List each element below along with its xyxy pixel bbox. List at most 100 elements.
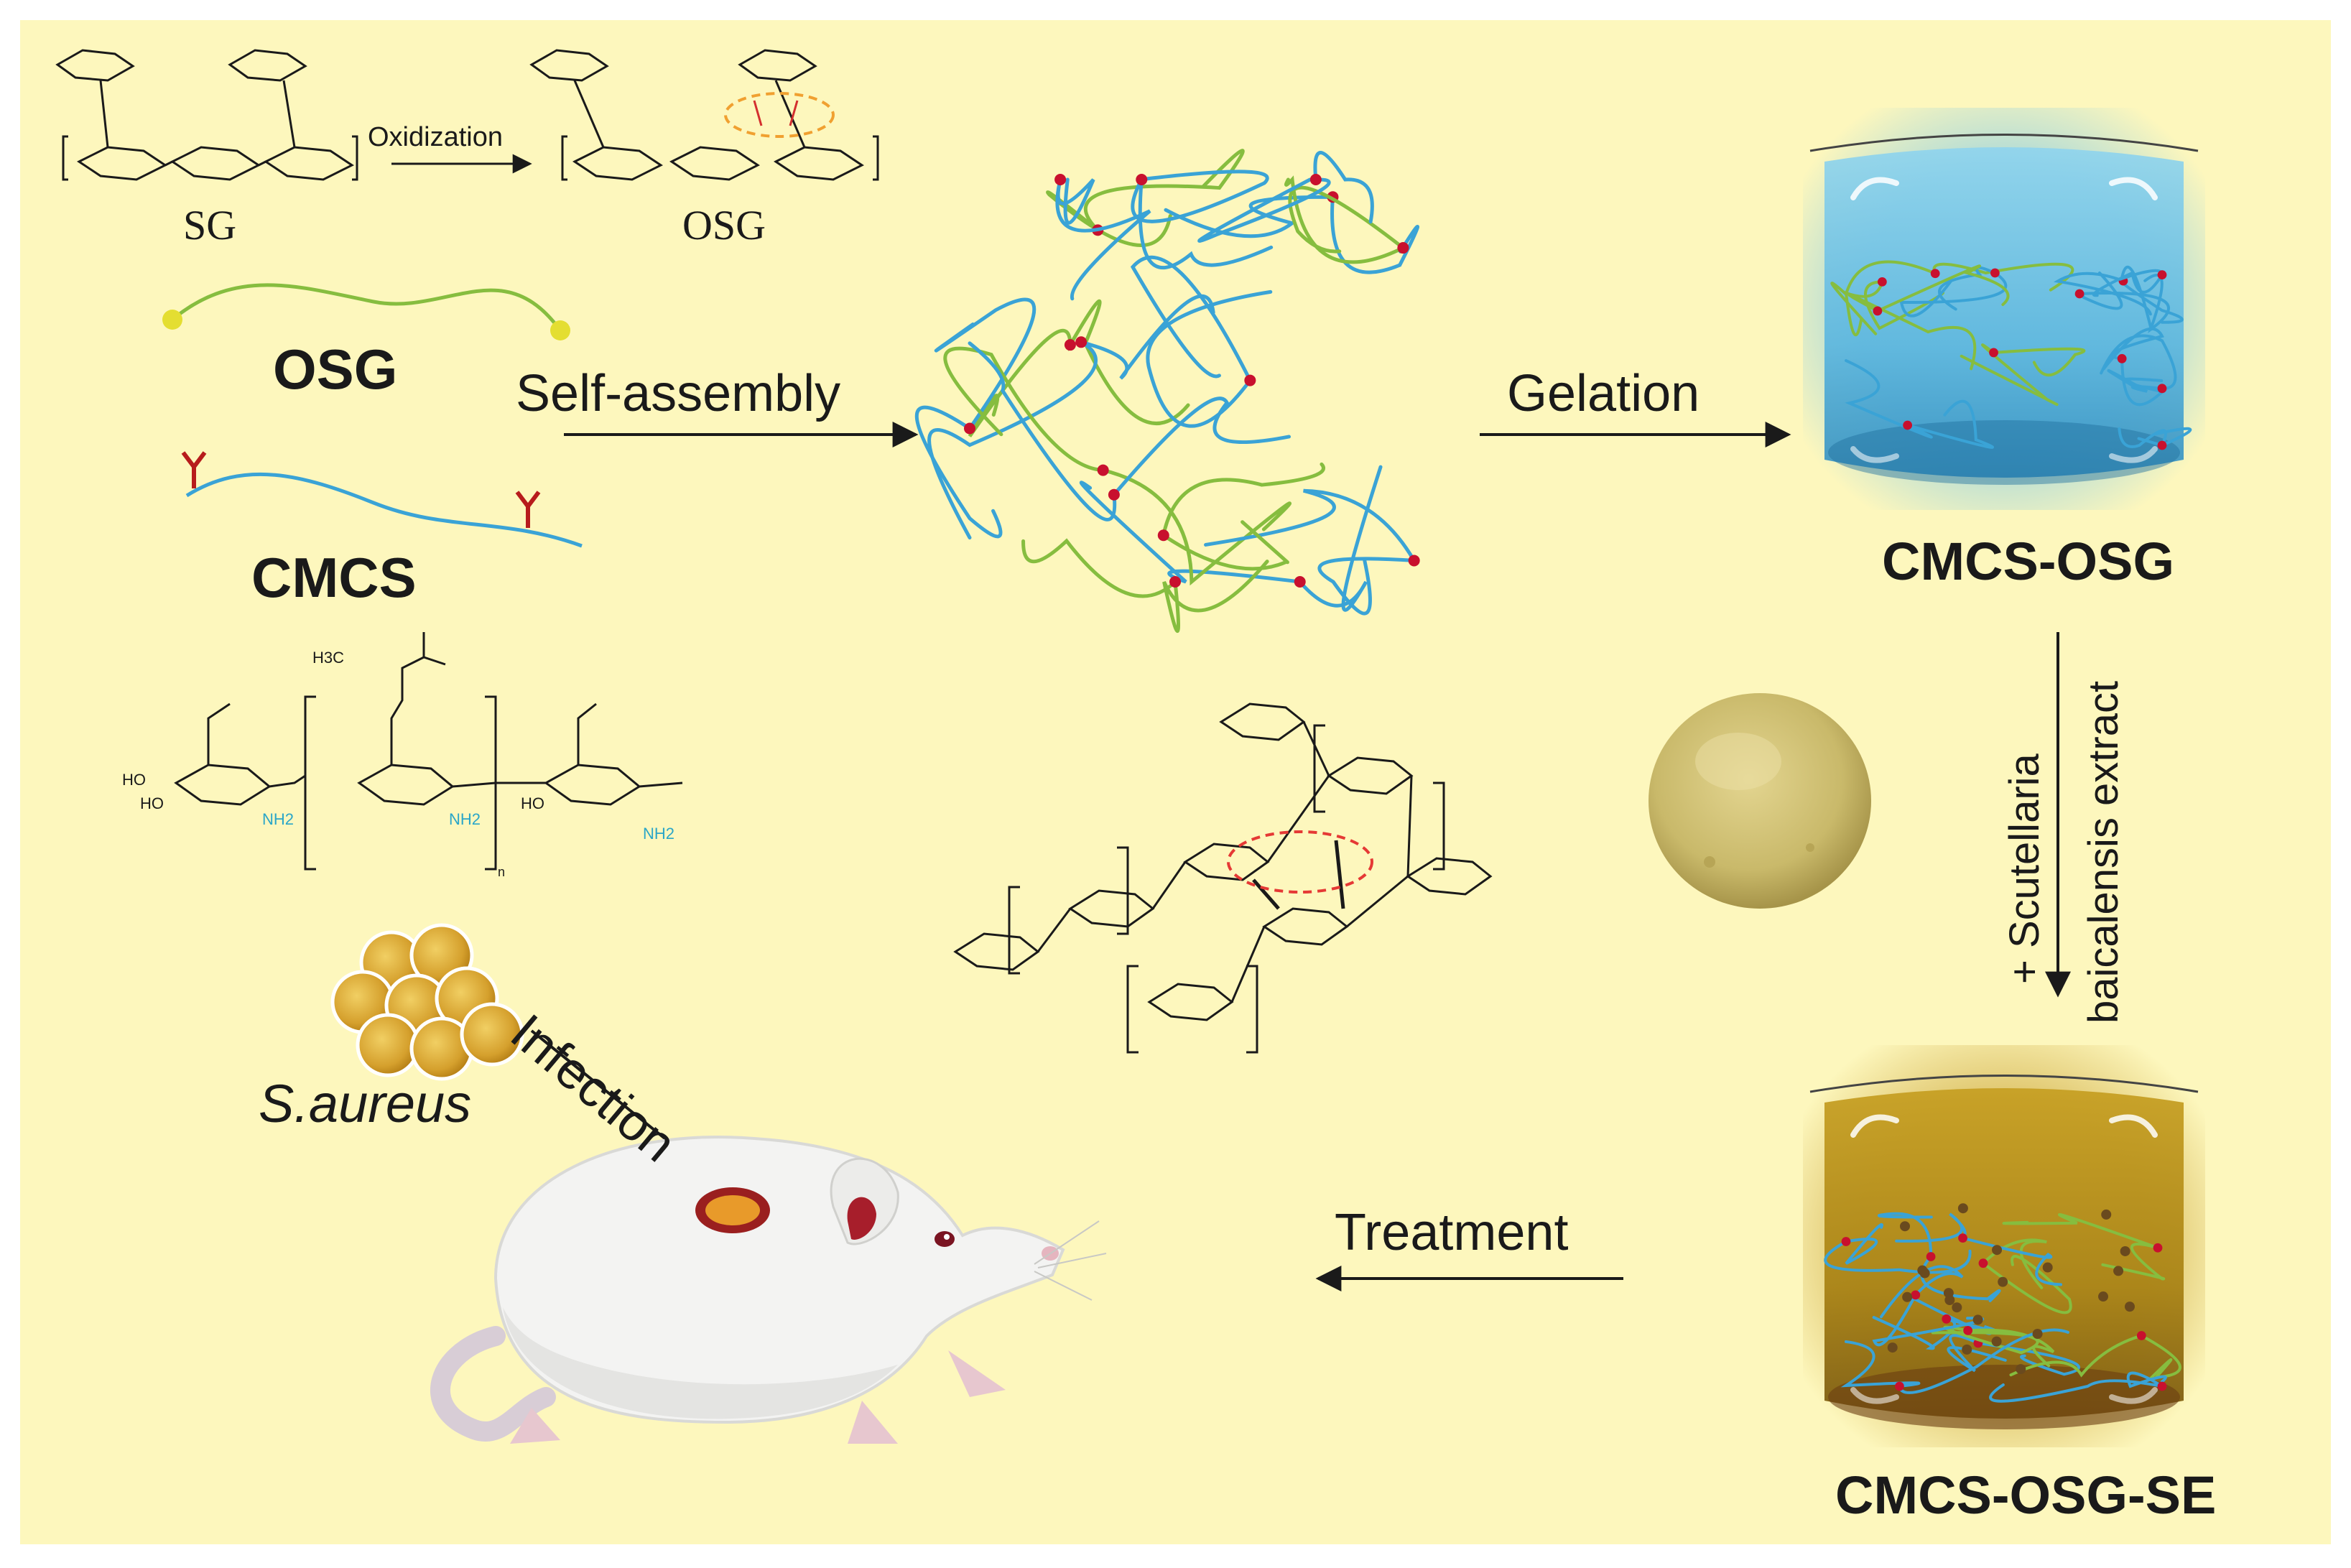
scutellaria-line1-label: + Scutellaria	[2001, 753, 2048, 984]
crosslink-node	[1294, 576, 1306, 588]
crosslink-node	[1169, 576, 1182, 588]
cmcs-osg-se-label: CMCS-OSG-SE	[1835, 1465, 2217, 1525]
bacteria-cluster-icon	[330, 923, 524, 1081]
cmcs-strand	[927, 294, 1215, 540]
osg-strand	[1046, 149, 1245, 247]
cmcs-nh2-label-3: NH2	[643, 825, 675, 843]
osg-strand	[1960, 343, 2086, 407]
osg-strand	[1980, 1238, 2072, 1314]
crosslink-node	[2157, 270, 2167, 279]
cmcs-ch3-label: H3C	[312, 649, 345, 667]
cmcs-strand	[1824, 1223, 1972, 1274]
cmcs-strand	[1989, 1371, 2167, 1403]
crosslink-node	[2157, 384, 2167, 394]
crosslink-node	[1877, 277, 1887, 287]
crosslink-node	[1841, 1237, 1851, 1246]
crosslink-node	[2117, 353, 2127, 363]
crosslink-node	[1136, 174, 1148, 185]
extract-particle	[2016, 1364, 2026, 1375]
crosslink-node	[1244, 374, 1256, 386]
crosslink-node	[1978, 1258, 1988, 1268]
extract-particle	[1957, 1203, 1968, 1214]
cmcs-strand	[1131, 170, 1274, 269]
crosslink-node	[2136, 1331, 2146, 1340]
osg-endpoint-right	[550, 320, 570, 340]
cmcs-osg-se-gel	[1803, 1045, 2205, 1447]
extract-particle	[2032, 1329, 2043, 1340]
cmcs-strand	[1899, 266, 2008, 317]
imine-bond-highlight	[1227, 830, 1373, 894]
extract-particle	[2120, 1245, 2130, 1256]
crosslinked-structure	[953, 702, 1493, 1054]
crosslink-node	[1895, 1381, 1904, 1391]
cmcs-strand	[1197, 151, 1374, 243]
extract-particle	[1887, 1342, 1898, 1353]
cmcs-strand	[2118, 427, 2192, 448]
cmcs-oh-label-3: HO	[521, 794, 544, 812]
extract-particle	[2042, 1262, 2053, 1273]
crosslink-node	[1990, 268, 2000, 278]
crosslink-node	[1397, 242, 1409, 254]
crosslink-node	[1963, 1325, 1973, 1335]
scutellaria-line2-label: baicalensis extract	[2080, 680, 2127, 1024]
crosslink-node	[1930, 269, 1940, 279]
gelation-label: Gelation	[1507, 365, 1700, 422]
osg-strand	[2002, 1212, 2166, 1281]
cmcs-structure	[174, 632, 683, 871]
coccus-cell	[460, 1002, 524, 1067]
crosslink-node	[1054, 174, 1067, 185]
extract-particle	[1900, 1221, 1911, 1232]
extract-particle	[2101, 1209, 2112, 1220]
extract-particle	[1943, 1288, 1954, 1299]
extract-particle	[1991, 1336, 2002, 1347]
s-aureus-label: S.aureus	[259, 1074, 472, 1133]
crosslink-node	[1873, 306, 1883, 316]
crosslink-node	[1108, 488, 1120, 501]
crosslink-node	[1064, 339, 1076, 351]
cmcs-nh2-label-1: NH2	[262, 810, 295, 828]
crosslink-node	[1408, 555, 1420, 567]
crosslink-node	[1309, 174, 1322, 185]
crosslink-node	[2157, 440, 2167, 450]
crosslink-node	[1157, 529, 1169, 542]
cmcs-oh-label-2: HO	[140, 794, 164, 812]
osg-strand	[1021, 538, 1269, 634]
cmcs-label: CMCS	[251, 546, 417, 609]
cmcs-strand	[1164, 195, 1420, 274]
cmcs-strand	[2079, 272, 2170, 333]
extract-particle	[1972, 1314, 1983, 1325]
coccus-cell	[356, 1013, 420, 1077]
osg-chain	[171, 283, 562, 332]
crosslink-node	[1903, 420, 1913, 430]
crosslink-node	[1958, 1233, 1967, 1243]
cmcs-osg-label: CMCS-OSG	[1882, 532, 2174, 591]
self-assembly-label: Self-assembly	[516, 365, 841, 422]
amine-group-left	[181, 451, 207, 488]
rat-icon	[430, 1136, 1107, 1444]
sg-label: SG	[183, 202, 237, 249]
cmcs-strand	[1055, 177, 1151, 301]
cmcs-osg-gel	[1803, 108, 2205, 510]
extract-particle	[1998, 1276, 2008, 1287]
crosslink-node	[1075, 336, 1088, 348]
osg-label: OSG	[273, 338, 398, 401]
cmcs-strand	[1872, 1265, 1985, 1347]
osg-structure	[529, 49, 879, 181]
extract-particle	[2124, 1302, 2135, 1312]
cmcs-strand	[914, 297, 1037, 539]
extract-particle	[2113, 1266, 2124, 1276]
cmcs-n-subscript: n	[498, 865, 506, 879]
treatment-label: Treatment	[1335, 1204, 1569, 1261]
crosslink-node	[2157, 1381, 2167, 1391]
hydrogel-network-icon	[914, 149, 1420, 634]
extract-particle	[1902, 1291, 1913, 1302]
amine-group-right	[515, 491, 541, 528]
extract-particle	[1919, 1268, 1930, 1279]
osg-chem-label: OSG	[682, 202, 766, 249]
crosslink-node	[1989, 348, 1998, 358]
extract-particle	[1992, 1245, 2003, 1256]
extract-particle	[1962, 1344, 1972, 1355]
crosslink-node	[2074, 289, 2085, 299]
extract-particle	[2098, 1291, 2109, 1302]
